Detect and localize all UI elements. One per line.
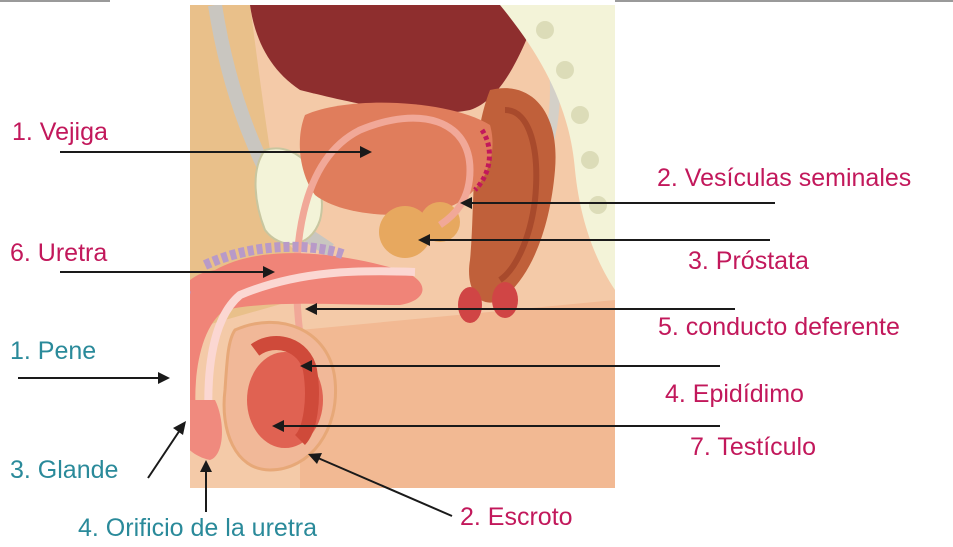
label-pene: 1. Pene bbox=[10, 339, 96, 364]
leader-line-glande bbox=[148, 430, 180, 478]
label-conducto-deferente: 5. conducto deferente bbox=[658, 315, 900, 340]
label-escroto: 2. Escroto bbox=[460, 505, 573, 530]
label-glande: 3. Glande bbox=[10, 458, 118, 483]
body-section bbox=[163, 5, 615, 488]
label-vesiculas-seminales: 2. Vesículas seminales bbox=[657, 166, 911, 191]
arrowhead-pene bbox=[158, 372, 170, 384]
label-prostata: 3. Próstata bbox=[688, 249, 809, 274]
label-orificio-uretra: 4. Orificio de la uretra bbox=[78, 516, 317, 541]
label-vejiga: 1. Vejiga bbox=[12, 120, 108, 145]
label-epididimo: 4. Epidídimo bbox=[665, 382, 804, 407]
label-uretra: 6. Uretra bbox=[10, 241, 107, 266]
label-testiculo: 7. Testículo bbox=[690, 435, 816, 460]
arrowhead-glande bbox=[173, 421, 186, 435]
